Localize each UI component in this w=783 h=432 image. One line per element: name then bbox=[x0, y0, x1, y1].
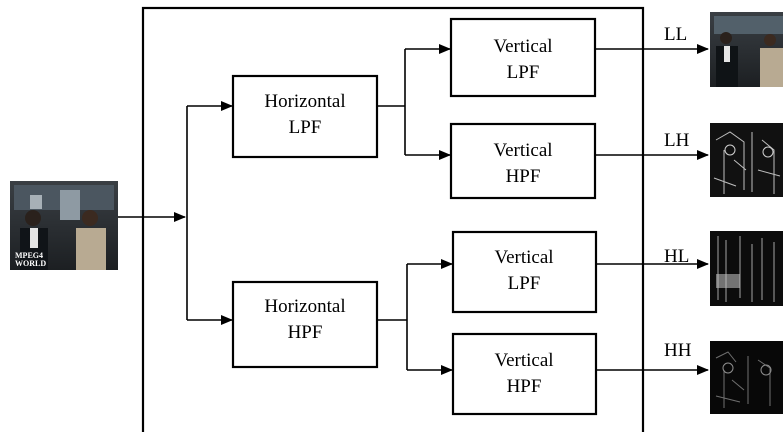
horizontal-lpf-label-line1: Horizontal bbox=[264, 91, 345, 112]
vertical-hpf-top-label-line2: HPF bbox=[506, 166, 541, 187]
vertical-hpf-top-label-line1: Vertical bbox=[493, 140, 552, 161]
vertical-lpf-bottom-block: Vertical LPF bbox=[451, 230, 598, 314]
input-image-caption-line2: WORLD bbox=[15, 259, 46, 268]
vertical-lpf-top-block: Vertical LPF bbox=[449, 17, 597, 98]
output-image-lh bbox=[710, 123, 783, 197]
horizontal-hpf-block: Horizontal HPF bbox=[231, 280, 379, 369]
output-label-hh: HH bbox=[664, 340, 692, 361]
output-image-ll bbox=[710, 12, 783, 87]
vertical-lpf-top-label-line1: Vertical bbox=[493, 36, 552, 57]
output-label-hl: HL bbox=[664, 246, 689, 267]
horizontal-lpf-block: Horizontal LPF bbox=[231, 74, 379, 159]
input-image-caption-line1: MPEG4 bbox=[15, 251, 43, 260]
output-image-hh bbox=[710, 341, 783, 414]
horizontal-hpf-label-line1: Horizontal bbox=[264, 296, 345, 317]
output-label-ll: LL bbox=[664, 24, 687, 45]
vertical-lpf-top-label-line2: LPF bbox=[507, 62, 540, 83]
vertical-lpf-bottom-label-line1: Vertical bbox=[494, 247, 553, 268]
input-image: MPEG4 WORLD bbox=[10, 181, 118, 270]
filter-bank-frame bbox=[141, 6, 645, 432]
vertical-hpf-bottom-label-line2: HPF bbox=[507, 376, 542, 397]
output-image-hl bbox=[710, 231, 783, 306]
horizontal-hpf-label-line2: HPF bbox=[288, 322, 323, 343]
vertical-hpf-top-block: Vertical HPF bbox=[449, 122, 597, 200]
vertical-hpf-bottom-block: Vertical HPF bbox=[451, 332, 598, 416]
vertical-lpf-bottom-label-line2: LPF bbox=[508, 273, 541, 294]
vertical-hpf-bottom-label-line1: Vertical bbox=[494, 350, 553, 371]
output-label-lh: LH bbox=[664, 130, 690, 151]
horizontal-lpf-label-line2: LPF bbox=[289, 117, 322, 138]
